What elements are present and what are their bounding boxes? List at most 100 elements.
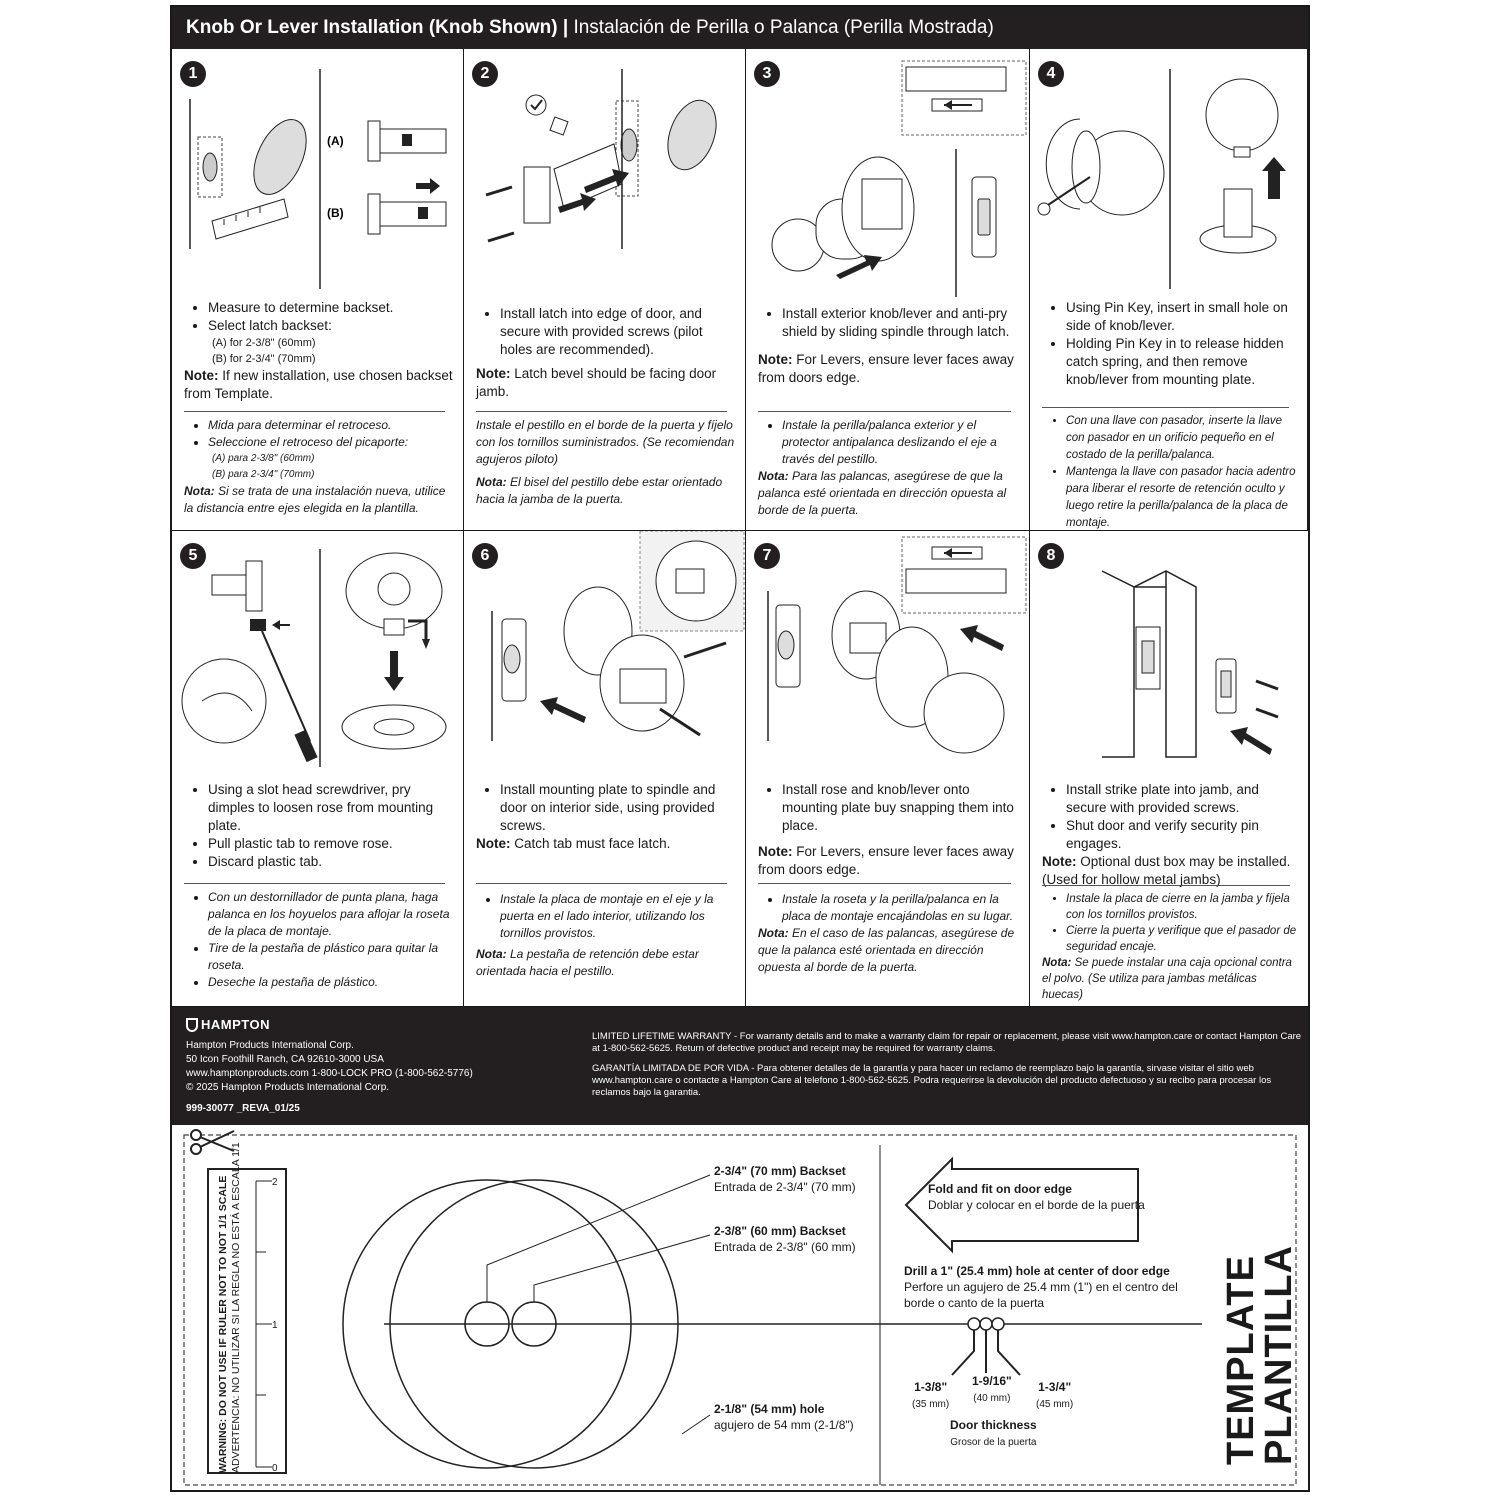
drill-en: Drill a 1" (25.4 mm) hole at center of d… bbox=[904, 1264, 1170, 1278]
step-3-es-note: Para las palancas, asegúrese de que la p… bbox=[758, 469, 1007, 517]
note-label: Note: bbox=[184, 368, 219, 383]
backset-60-es: Entrada de 2-3/8" (60 mm) bbox=[714, 1240, 856, 1254]
note-label: Nota: bbox=[758, 469, 789, 483]
note-label: Note: bbox=[476, 366, 511, 381]
step-8-en-line: Install strike plate into jamb, and secu… bbox=[1066, 781, 1298, 817]
step-4-es-line: Mantenga la llave con pasador hacia aden… bbox=[1066, 464, 1297, 530]
step-7-es-note: En el caso de las palancas, asegúrese de… bbox=[758, 926, 1015, 974]
ruler-tick-label: 0 bbox=[272, 1463, 278, 1474]
step-7-text-en: Install rose and knob/lever onto mountin… bbox=[758, 781, 1019, 879]
step-7: 7 Install rose and knob/lever onto mount… bbox=[746, 531, 1030, 1007]
step-3-text-en: Install exterior knob/lever and anti-pry… bbox=[758, 305, 1019, 387]
address-line: 50 Icon Foothill Ranch, CA 92610-3000 US… bbox=[186, 1054, 384, 1065]
step-1-es-line: Seleccione el retroceso del picaporte: bbox=[208, 434, 453, 451]
step-5-text-en: Using a slot head screwdriver, pry dimpl… bbox=[184, 781, 453, 871]
step-1-es-note: Si se trata de una instalación nueva, ut… bbox=[184, 484, 446, 515]
note-label: Note: bbox=[758, 844, 793, 859]
step-5-es-line: Con un destornillador de punta plana, ha… bbox=[208, 889, 453, 940]
step-number: 4 bbox=[1038, 61, 1064, 87]
warranty-text: LIMITED LIFETIME WARRANTY - For warranty… bbox=[592, 1031, 1302, 1107]
drilling-template: WARNING: DO NOT USE IF RULER NOT TO NOT … bbox=[172, 1125, 1308, 1492]
note-label: Nota: bbox=[184, 484, 215, 498]
address-line: www.hamptonproducts.com 1-800-LOCK PRO (… bbox=[186, 1068, 473, 1079]
steps-grid: (A) (B) 1 Measure to determine backset. … bbox=[172, 49, 1308, 1007]
step-number: 6 bbox=[472, 543, 498, 569]
step-1-text-en: Measure to determine backset. Select lat… bbox=[184, 299, 453, 403]
title-es: Instalación de Perilla o Palanca (Perill… bbox=[573, 17, 994, 38]
check-icon bbox=[525, 94, 547, 116]
address-line: © 2025 Hampton Products International Co… bbox=[186, 1082, 390, 1093]
thickness-option: 1-3/4" (45 mm) bbox=[1036, 1379, 1073, 1413]
warranty-es: GARANTÍA LIMITADA DE POR VIDA - Para obt… bbox=[592, 1063, 1272, 1098]
company-address: Hampton Products International Corp. 50 … bbox=[186, 1039, 473, 1095]
backset-60-en: 2-3/8" (60 mm) Backset bbox=[714, 1224, 846, 1238]
ruler-warning-en: WARNING: DO NOT USE IF RULER NOT TO NOT … bbox=[217, 1175, 229, 1473]
divider bbox=[758, 883, 1011, 884]
scissors-icon bbox=[190, 1129, 235, 1155]
thickness-mm: (45 mm) bbox=[1036, 1399, 1074, 1410]
brand-name: HAMPTON bbox=[201, 1017, 270, 1032]
footer: HAMPTON Hampton Products International C… bbox=[172, 1007, 1308, 1125]
step-2-es-plain: Instale el pestillo en el borde de la pu… bbox=[476, 418, 735, 466]
note-label: Nota: bbox=[476, 947, 507, 961]
hole-es: agujero de 54 mm (2-1/8") bbox=[714, 1418, 854, 1432]
step-1-es-sub: (A) para 2-3/8" (60mm) bbox=[212, 453, 315, 464]
step-6-es-note: La pestaña de retención debe estar orien… bbox=[476, 947, 699, 978]
fold-label: Fold and fit on door edge Doblar y coloc… bbox=[928, 1181, 1145, 1213]
thickness-mm: (40 mm) bbox=[973, 1393, 1011, 1404]
step-number: 2 bbox=[472, 61, 498, 87]
step-4-illustration bbox=[1037, 69, 1286, 289]
step-5-es-line: Deseche la pestaña de plástico. bbox=[208, 974, 453, 991]
step-7-en-line: Install rose and knob/lever onto mountin… bbox=[782, 781, 1019, 835]
divider bbox=[476, 883, 727, 884]
step-number: 3 bbox=[754, 61, 780, 87]
note-label: Note: bbox=[758, 352, 793, 367]
step-number: 1 bbox=[180, 61, 206, 87]
label-b: (B) bbox=[327, 206, 344, 220]
warranty-en: LIMITED LIFETIME WARRANTY - For warranty… bbox=[592, 1031, 1302, 1054]
step-1-es-line: Mida para determinar el retroceso. bbox=[208, 417, 453, 434]
drill-label: Drill a 1" (25.4 mm) hole at center of d… bbox=[904, 1263, 1194, 1311]
step-7-text-es: Instale la roseta y la perilla/palanca e… bbox=[758, 891, 1019, 976]
step-1-en-sub: (B) for 2-3/4" (70mm) bbox=[212, 353, 316, 365]
door-thickness-en: Door thickness bbox=[950, 1418, 1037, 1432]
step-6-text-es: Instale la placa de montaje en el eje y … bbox=[476, 891, 735, 980]
title-en: Knob Or Lever Installation (Knob Shown) bbox=[186, 17, 558, 38]
divider bbox=[476, 411, 727, 412]
shield-icon bbox=[186, 1018, 198, 1032]
step-8-illustration bbox=[1101, 570, 1279, 758]
hampton-logo: HAMPTON bbox=[186, 1017, 270, 1032]
step-number: 8 bbox=[1038, 543, 1064, 569]
step-8-es-line: Instale la placa de cierre en la jamba y… bbox=[1066, 891, 1298, 923]
step-6-en-line: Install mounting plate to spindle and do… bbox=[500, 781, 735, 835]
step-1-es-sub: (B) para 2-3/4" (70mm) bbox=[212, 469, 315, 480]
divider bbox=[1042, 885, 1290, 886]
step-3-text-es: Instale la perilla/palanca exterior y el… bbox=[758, 417, 1019, 519]
backset-70-label: 2-3/4" (70 mm) Backset Entrada de 2-3/4"… bbox=[714, 1163, 856, 1195]
fold-es: Doblar y colocar en el borde de la puert… bbox=[928, 1198, 1145, 1212]
step-5-en-line: Using a slot head screwdriver, pry dimpl… bbox=[208, 781, 453, 835]
step-3: 3 Install exterior knob/lever and anti-p… bbox=[746, 49, 1030, 531]
hole-en: 2-1/8" (54 mm) hole bbox=[714, 1402, 825, 1416]
backset-70-en: 2-3/4" (70 mm) Backset bbox=[714, 1164, 846, 1178]
label-a: (A) bbox=[327, 134, 344, 148]
part-number: 999-30077 _REVA_01/25 bbox=[186, 1103, 300, 1114]
step-8-en-line: Shut door and verify security pin engage… bbox=[1066, 817, 1298, 853]
step-8-text-en: Install strike plate into jamb, and secu… bbox=[1042, 781, 1298, 889]
template-drawing bbox=[183, 1129, 1297, 1486]
step-8-en-note: Optional dust box may be installed. (Use… bbox=[1042, 854, 1291, 887]
note-label: Note: bbox=[1042, 854, 1077, 869]
step-6-illustration bbox=[491, 531, 745, 741]
door-thickness-es: Grosor de la puerta bbox=[950, 1437, 1037, 1448]
step-3-illustration bbox=[771, 60, 1027, 297]
template-title-es: PLANTILLA bbox=[1258, 1244, 1300, 1465]
step-6-text-en: Install mounting plate to spindle and do… bbox=[476, 781, 735, 853]
step-3-en-note: For Levers, ensure lever faces away from… bbox=[758, 352, 1014, 385]
step-6-en-note: Catch tab must face latch. bbox=[510, 836, 671, 851]
address-line: Hampton Products International Corp. bbox=[186, 1040, 354, 1051]
thickness-inch: 1-3/4" bbox=[1038, 1380, 1072, 1394]
thickness-option: 1-9/16" (40 mm) bbox=[972, 1373, 1012, 1407]
step-5-en-line: Discard plastic tab. bbox=[208, 853, 453, 871]
title-separator: | bbox=[562, 17, 569, 38]
step-5-en-line: Pull plastic tab to remove rose. bbox=[208, 835, 453, 853]
